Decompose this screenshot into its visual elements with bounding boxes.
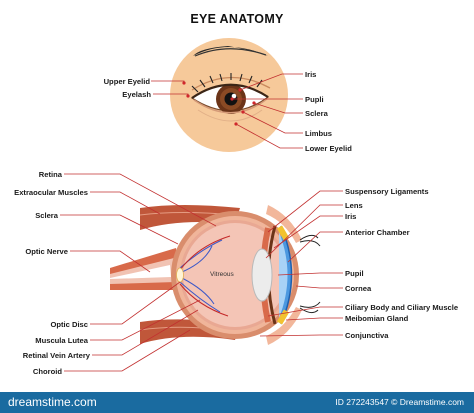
eyebrow-icon xyxy=(193,46,268,56)
footer-bar: dreamstime.com ID 272243547 © Dreamstime… xyxy=(0,392,474,413)
upper-eyelid-section xyxy=(266,205,302,243)
front-leader-lines xyxy=(151,73,303,149)
label-ciliary-body: Ciliary Body and Ciliary Muscle xyxy=(345,303,459,312)
label-lower-eyelid: Lower Eyelid xyxy=(305,144,352,153)
label-conjunctiva: Conjunctiva xyxy=(345,331,389,340)
label-upper-eyelid: Upper Eyelid xyxy=(103,77,150,86)
label-optic-disc: Optic Disc xyxy=(50,320,88,329)
label-limbus: Limbus xyxy=(305,129,333,138)
label-extraocular-muscles: Extraocular Muscles xyxy=(14,188,88,197)
label-sclera-section: Sclera xyxy=(35,211,58,220)
section-eyelash-icon xyxy=(299,234,321,314)
label-lens: Lens xyxy=(345,201,363,210)
lens xyxy=(251,248,273,302)
label-vitreous: Vitreous xyxy=(210,271,234,278)
section-leader-lines-right xyxy=(259,190,343,337)
meibomian-gland-upper xyxy=(276,225,290,241)
label-meibomian-gland: Meibomian Gland xyxy=(345,314,409,323)
label-eyelash: Eyelash xyxy=(122,90,151,99)
front-eye-illustration xyxy=(151,38,303,152)
label-retina: Retina xyxy=(38,170,62,179)
label-anterior-chamber: Anterior Chamber xyxy=(345,228,410,237)
label-iris-front: Iris xyxy=(305,70,317,79)
diagram-title: EYE ANATOMY xyxy=(190,12,284,26)
optic-disc xyxy=(176,267,184,283)
label-choroid: Choroid xyxy=(32,367,62,376)
section-leader-lines-left xyxy=(60,173,217,372)
label-pupil: Pupil xyxy=(345,269,364,278)
label-suspensory-ligaments: Suspensory Ligaments xyxy=(345,187,429,196)
dreamstime-logo: dreamstime.com xyxy=(8,395,97,409)
eyelash-icon xyxy=(191,73,263,93)
label-retinal-vein-artery: Retinal Vein Artery xyxy=(22,351,90,360)
label-optic-nerve: Optic Nerve xyxy=(25,247,68,256)
image-id-text: ID 272243547 © Dreamstime.com xyxy=(335,397,464,407)
label-iris-section: Iris xyxy=(345,212,357,221)
label-muscula-lutea: Muscula Lutea xyxy=(35,336,88,345)
eye-cross-section-illustration xyxy=(60,173,343,372)
upper-extraocular-muscle xyxy=(140,205,240,230)
label-pupli: Pupli xyxy=(305,95,324,104)
label-cornea: Cornea xyxy=(345,284,372,293)
label-sclera-front: Sclera xyxy=(305,109,328,118)
